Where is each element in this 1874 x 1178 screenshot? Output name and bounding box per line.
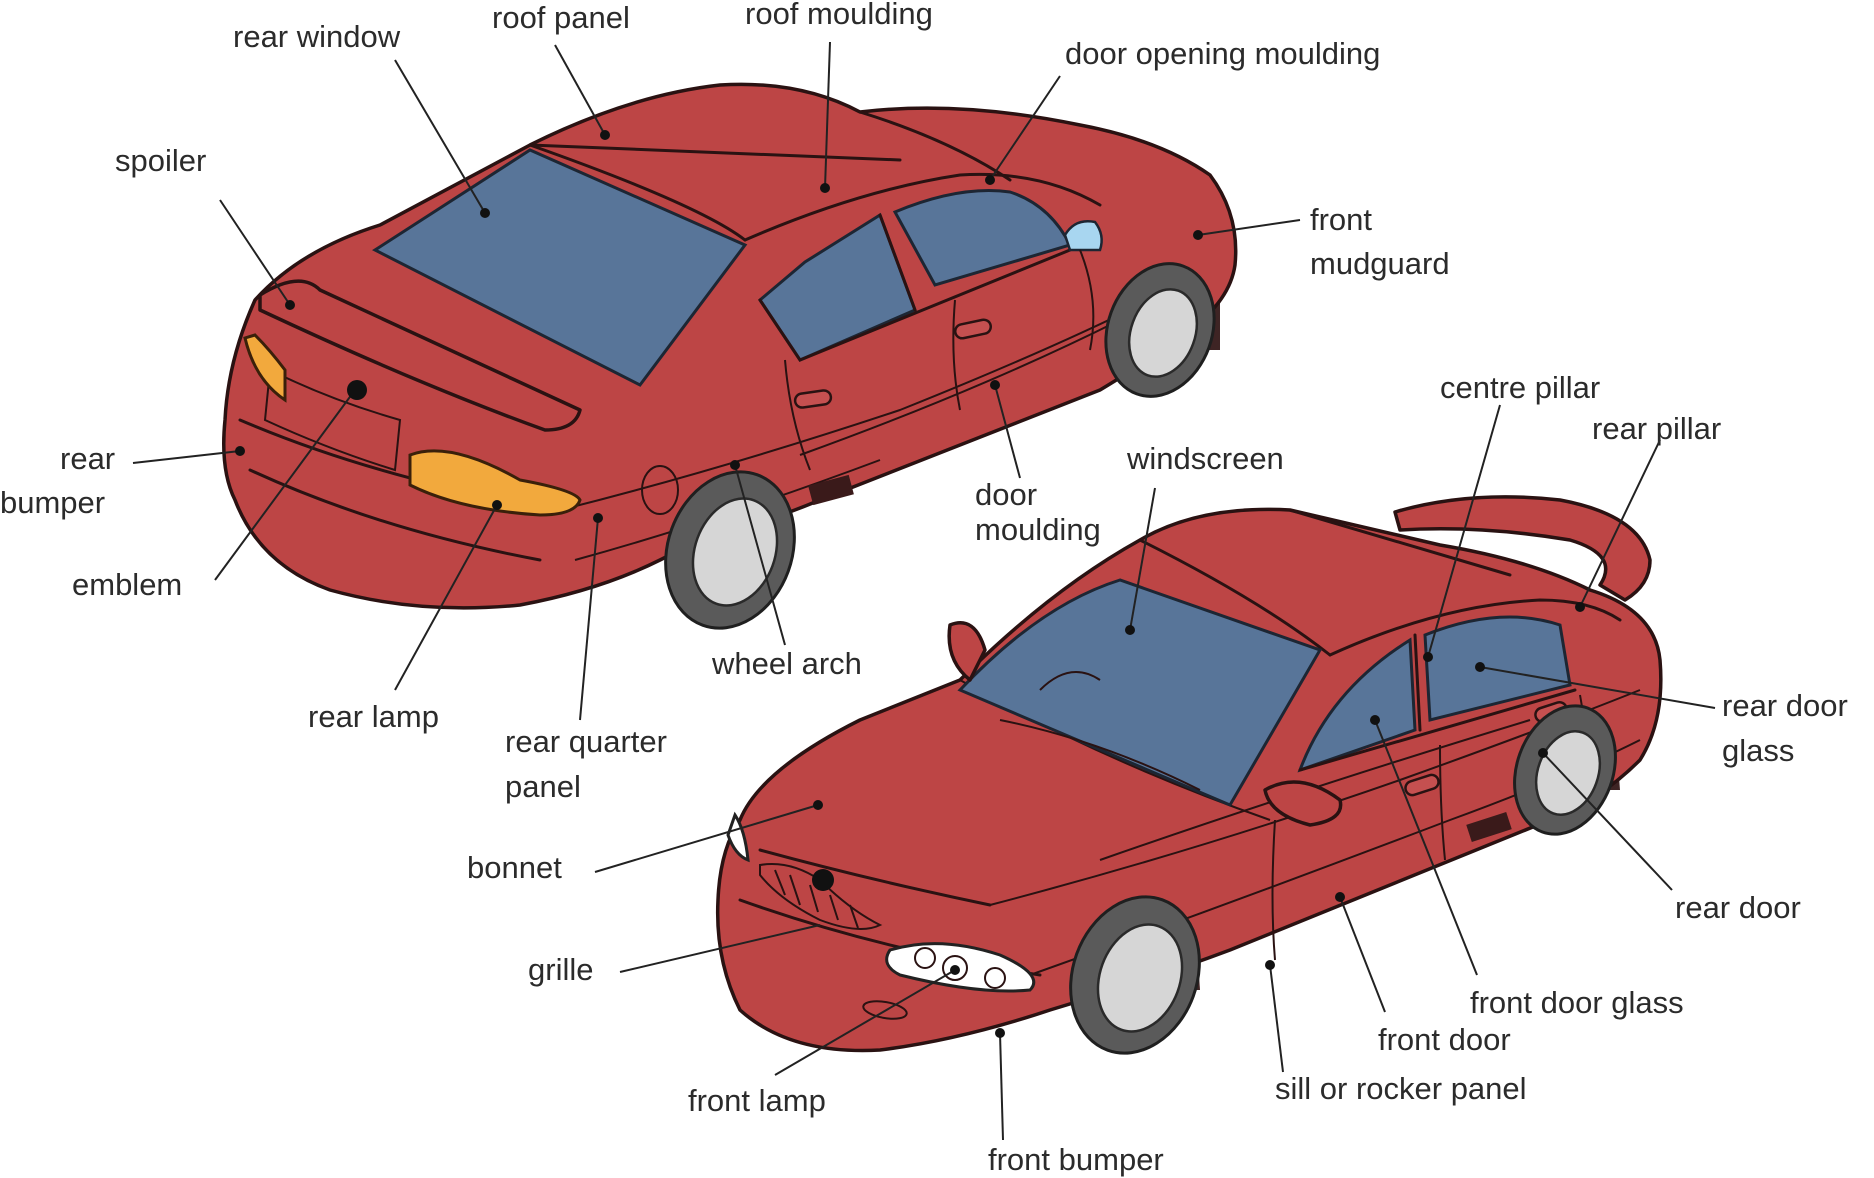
label-front-bumper: front bumper	[988, 1142, 1164, 1177]
label-rear-door: rear door	[1675, 890, 1801, 925]
label-sill-or-rocker-panel: sill or rocker panel	[1275, 1071, 1527, 1106]
label-roof-panel: roof panel	[492, 0, 630, 35]
label-emblem: emblem	[72, 567, 182, 602]
label-door-opening-moulding: door opening moulding	[1065, 36, 1380, 71]
label-spoiler: spoiler	[115, 143, 206, 178]
label-rear-lamp: rear lamp	[308, 699, 439, 734]
label-front-mudguard-line2: mudguard	[1310, 246, 1450, 281]
label-front-lamp: front lamp	[688, 1083, 826, 1118]
rear-view-car	[224, 84, 1236, 646]
label-wheel-arch: wheel arch	[711, 646, 862, 681]
label-centre-pillar: centre pillar	[1440, 370, 1600, 405]
label-rear-quarter-panel-line2: panel	[505, 769, 581, 804]
label-windscreen: windscreen	[1126, 441, 1284, 476]
label-rear-door-glass-line2: glass	[1722, 733, 1794, 768]
label-rear-pillar: rear pillar	[1592, 411, 1721, 446]
label-front-door: front door	[1378, 1022, 1511, 1057]
label-roof-moulding: roof moulding	[745, 0, 933, 31]
label-front-door-glass: front door glass	[1470, 985, 1684, 1020]
label-rear-door-glass-line1: rear door	[1722, 688, 1848, 723]
label-rear-bumper-line1: rear	[60, 441, 115, 476]
label-rear-window: rear window	[233, 19, 401, 54]
label-rear-quarter-panel-line1: rear quarter	[505, 724, 667, 759]
label-front-mudguard-line1: front	[1310, 202, 1372, 237]
label-bonnet: bonnet	[467, 850, 562, 885]
label-door-moulding-line2: moulding	[975, 512, 1101, 547]
label-door-moulding-line1: door	[975, 477, 1037, 512]
label-rear-bumper-line2: bumper	[0, 485, 105, 520]
label-grille: grille	[528, 952, 593, 987]
